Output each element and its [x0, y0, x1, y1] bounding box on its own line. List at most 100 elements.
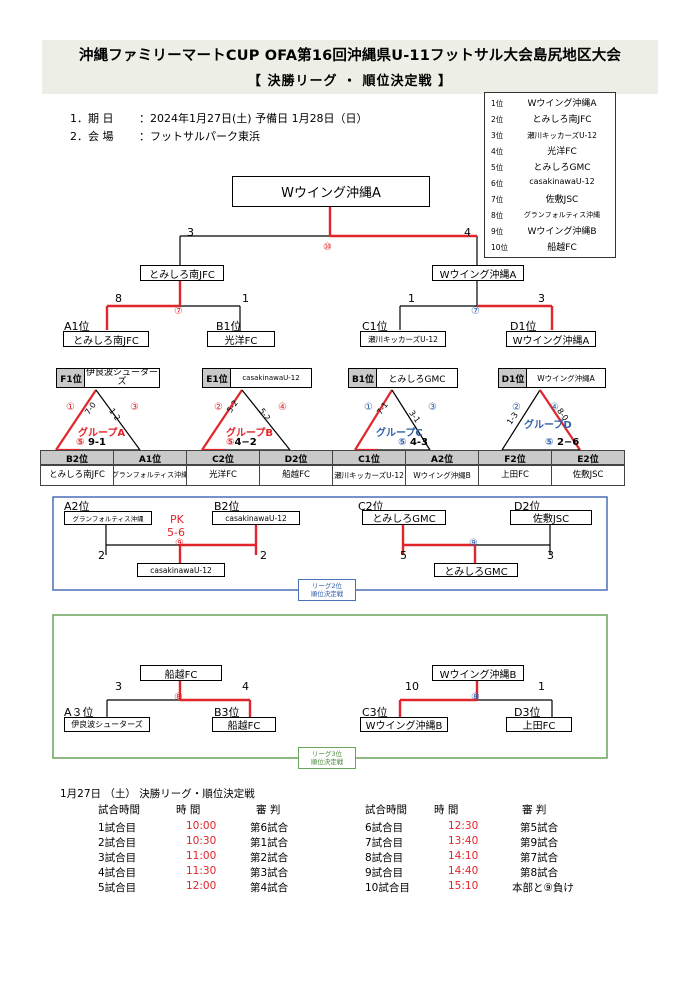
schedule-cell: 6試合目	[365, 822, 404, 834]
schedule-time: 11:30	[186, 865, 217, 877]
schedule-time: 13:40	[448, 835, 479, 847]
l2-d-team: 佐敷JSC	[510, 510, 592, 525]
a1-label: A1位	[64, 320, 90, 333]
schedule-cell: 第7試合	[520, 852, 559, 864]
l2-left-match: ⑨	[175, 538, 184, 549]
group-b-top-rank: E1位	[202, 368, 232, 388]
semi-left-winner: とみしろ南JFC	[140, 265, 224, 281]
l3-left-winner: 船越FC	[140, 665, 222, 681]
l2-section-label: リーグ2位 順位決定戦	[298, 579, 356, 601]
schedule-time: 12:30	[448, 820, 479, 832]
group-d-b2-team: 佐敷JSC	[551, 464, 625, 486]
l2-right-match: ⑨	[469, 538, 478, 549]
final-match-number: ⑩	[323, 242, 332, 253]
l2-pk-label: PK	[170, 513, 184, 526]
ranking-row: 3位瀬川キッカーズU-12	[491, 131, 597, 140]
schedule-cell: 9試合目	[365, 867, 404, 879]
title-bar	[42, 40, 658, 94]
semi-right-match: ⑦	[471, 306, 480, 317]
l2-a-label: A2位	[64, 500, 90, 513]
group-c-b2-team: Wウイング沖縄B	[405, 464, 479, 486]
venue-label: 2．会 場	[70, 130, 114, 143]
group-b-m3-row: ⑤4−2	[226, 437, 257, 448]
group-a-m3-row: ⑤ 9-1	[76, 437, 107, 448]
group-d-b1-team: 上田FC	[478, 464, 552, 486]
group-c-top-team: とみしろGMC	[376, 368, 458, 388]
group-a-b1-rank: B2位	[40, 450, 114, 466]
schedule-cell: 7試合目	[365, 837, 404, 849]
schedule-cell: 第6試合	[250, 822, 289, 834]
l2-d-score: 3	[547, 549, 554, 562]
schedule-time: 10:30	[186, 835, 217, 847]
semi-right-winner: Wウイング沖縄A	[432, 265, 524, 281]
l2-a-score: 2	[98, 549, 105, 562]
l3-d-score: 1	[538, 680, 545, 693]
schedule-cell: 第4試合	[250, 882, 289, 894]
group-c-b2-rank: A2位	[405, 450, 479, 466]
group-c-m2: ③	[428, 402, 437, 413]
schedule-cell: 3試合目	[98, 852, 137, 864]
schedule-date: 1月27日 （土） 決勝リーグ・順位決定戦	[60, 788, 255, 800]
l3-section-label: リーグ3位 順位決定戦	[298, 747, 356, 769]
schedule-cell: 第5試合	[520, 822, 559, 834]
schedule-time: 10:00	[186, 820, 217, 832]
l2-pk-score: 5-6	[167, 526, 185, 539]
c1-score: 1	[408, 292, 415, 305]
schedule-cell: 第2試合	[250, 852, 289, 864]
group-d-top-team: Wウイング沖縄A	[526, 368, 606, 388]
d1-team: Wウイング沖縄A	[506, 331, 596, 347]
schedule-cell: 第8試合	[520, 867, 559, 879]
l2-a-team: グランフォルティス沖縄	[64, 511, 152, 525]
group-d-b2-rank: E2位	[551, 450, 625, 466]
group-b-name: グループB	[226, 428, 274, 439]
page-subtitle: 【 決勝リーグ ・ 順位決定戦 】	[247, 74, 453, 89]
c1-team: 瀬川キッカーズU-12	[360, 331, 446, 347]
schedule-time: 14:40	[448, 865, 479, 877]
l3-c-label: C3位	[362, 706, 388, 719]
schedule-cell: 第3試合	[250, 867, 289, 879]
l2-b-score: 2	[260, 549, 267, 562]
final-left-score: 3	[187, 226, 194, 239]
champion-box: Wウイング沖縄A	[232, 176, 430, 207]
ranking-row: 5位とみしろGMC	[491, 163, 591, 173]
a1-team: とみしろ南JFC	[63, 331, 149, 347]
b1-score: 1	[242, 292, 249, 305]
group-a-name: グループA	[78, 428, 126, 439]
l3-c-score: 10	[405, 680, 419, 693]
group-a-m2: ③	[130, 402, 139, 413]
l3-a-label: A３位	[64, 706, 94, 719]
c1-label: C1位	[362, 320, 388, 333]
venue-value: ：フットサルパーク東浜	[139, 130, 260, 143]
schedule-cell: 4試合目	[98, 867, 137, 879]
a1-score: 8	[115, 292, 122, 305]
ranking-row: 7位佐敷JSC	[491, 195, 579, 205]
group-a-b2-team: グランフォルティス沖縄	[113, 464, 187, 486]
schedule-time: 12:00	[186, 880, 217, 892]
schedule-header: 試合時間	[365, 804, 407, 816]
schedule-header: 審 判	[256, 804, 281, 816]
final-right-score: 4	[464, 226, 471, 239]
group-d-m2: ④	[550, 402, 559, 413]
group-a-top-team: 伊良波シューターズ	[84, 368, 160, 388]
l3-left-match: ⑧	[174, 692, 183, 703]
ranking-row: 10位船越FC	[491, 243, 577, 253]
schedule-header: 時 間	[176, 804, 201, 816]
l3-b-team: 船越FC	[212, 717, 276, 732]
l2-right-winner: とみしろGMC	[434, 563, 518, 577]
l3-a-team: 伊良波シューターズ	[64, 717, 150, 732]
schedule-time: 14:10	[448, 850, 479, 862]
ranking-row: 8位グランフォルティス沖縄	[491, 211, 601, 220]
group-b-m2: ④	[278, 402, 287, 413]
schedule-header: 試合時間	[98, 804, 140, 816]
group-d-m3-row: ⑤ 2−6	[545, 437, 580, 448]
l3-b-label: B3位	[214, 706, 240, 719]
ranking-row: 4位光洋FC	[491, 147, 577, 157]
group-b-b1-rank: C2位	[186, 450, 260, 466]
date-label: 1．期 日	[70, 112, 114, 125]
l3-c-team: Wウイング沖縄B	[360, 717, 448, 732]
l2-d-label: D2位	[514, 500, 541, 513]
l2-b-team: casakinawaU-12	[212, 511, 300, 525]
